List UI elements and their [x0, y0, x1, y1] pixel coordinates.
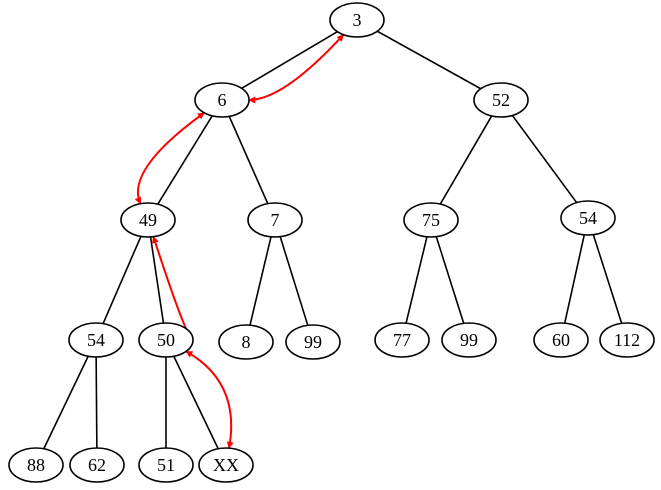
node-ellipse: [68, 322, 124, 358]
node-ellipse: [218, 324, 274, 360]
node-ellipse: [473, 82, 529, 118]
tree-node-n11: 99: [285, 324, 341, 360]
tree-edge-n8-n17: [95, 356, 98, 449]
node-ellipse: [138, 447, 194, 483]
tree-node-n17: 62: [69, 447, 125, 483]
node-label: 54: [579, 208, 597, 228]
node-label: 54: [87, 330, 105, 350]
tree-node-n1: 3: [329, 2, 385, 38]
node-ellipse: [247, 202, 303, 238]
tree-edge-n5-n10: [249, 236, 272, 326]
tree-node-n15: 112: [599, 322, 655, 358]
tree-node-n5: 7: [247, 202, 303, 238]
node-label: 60: [552, 330, 570, 350]
tree-node-n18: 51: [138, 447, 194, 483]
tree-node-n12: 77: [374, 322, 430, 358]
node-ellipse: [599, 322, 655, 358]
tree-node-n7: 54: [560, 200, 616, 236]
node-ellipse: [138, 322, 194, 358]
node-label: 7: [271, 210, 280, 230]
tree-node-n6: 75: [403, 202, 459, 238]
tree-edge-n2-n5: [228, 116, 269, 204]
node-label: 88: [27, 455, 45, 475]
node-label: 49: [139, 210, 157, 230]
node-label: 3: [353, 10, 362, 30]
node-label: 99: [460, 330, 478, 350]
node-ellipse: [194, 82, 250, 118]
node-ellipse: [198, 447, 254, 483]
tree-edge-n8-n16: [43, 355, 89, 450]
node-label: 112: [614, 330, 640, 350]
node-ellipse: [69, 447, 125, 483]
tree-node-n13: 99: [441, 322, 497, 358]
tree-edge-n7-n14: [563, 234, 586, 324]
swap-arrow-n9-n19: [185, 350, 234, 449]
node-label: 77: [393, 330, 411, 350]
tree-edge-n1-n2: [241, 30, 338, 90]
tree-edge-n2-n4: [157, 115, 213, 205]
node-label: 50: [157, 330, 175, 350]
node-ellipse: [374, 322, 430, 358]
node-ellipse: [285, 324, 341, 360]
node-label: 8: [242, 332, 251, 352]
node-label: 75: [422, 210, 440, 230]
node-ellipse: [329, 2, 385, 38]
node-label: 51: [157, 455, 175, 475]
tree-node-n3: 52: [473, 82, 529, 118]
node-ellipse: [403, 202, 459, 238]
tree-nodes: 3 6 52 49 7 75 54 54 50 8 99 77 99 60 112 88 62 51 XX: [8, 2, 655, 483]
tree-edges: [43, 30, 623, 450]
node-label: XX: [213, 455, 239, 475]
node-ellipse: [120, 202, 176, 238]
tree-edge-n7-n15: [592, 234, 623, 324]
tree-edge-n5-n11: [279, 236, 309, 326]
tree-edge-n3-n7: [511, 114, 578, 204]
tree-edge-n6-n13: [435, 236, 465, 324]
swap-arrow-n1-n2: [248, 34, 345, 104]
tree-node-n4: 49: [120, 202, 176, 238]
tree-node-n10: 8: [218, 324, 274, 360]
node-ellipse: [533, 322, 589, 358]
tree-edge-n1-n3: [376, 30, 482, 90]
tree-node-n19: XX: [198, 447, 254, 483]
tree-node-n14: 60: [533, 322, 589, 358]
tree-node-n9: 50: [138, 322, 194, 358]
node-label: 6: [218, 90, 227, 110]
tree-node-n8: 54: [68, 322, 124, 358]
swap-arrow-n2-n4: [134, 111, 205, 205]
tree-edge-n6-n12: [405, 236, 428, 324]
tree-edge-n3-n6: [439, 115, 493, 205]
node-label: 62: [88, 455, 106, 475]
node-ellipse: [560, 200, 616, 236]
node-ellipse: [8, 447, 64, 483]
tree-edge-n4-n8: [102, 236, 142, 324]
node-label: 52: [492, 90, 510, 110]
tree-node-n2: 6: [194, 82, 250, 118]
node-label: 99: [304, 332, 322, 352]
node-ellipse: [441, 322, 497, 358]
tree-node-n16: 88: [8, 447, 64, 483]
